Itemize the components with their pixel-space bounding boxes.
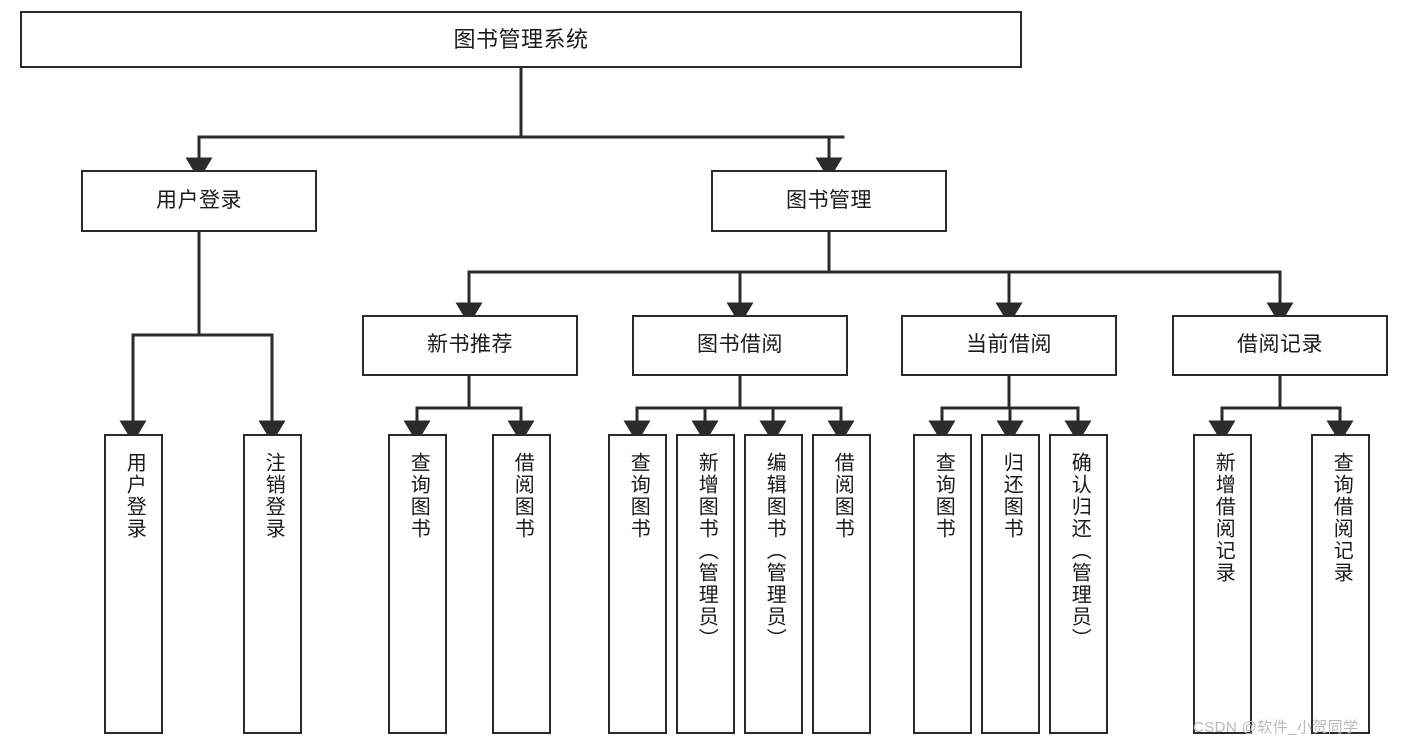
csdn-watermark: CSDN @软件_小贺同学: [1193, 719, 1359, 736]
leaf-borrow-record-2-label: 查询借阅记录: [1330, 452, 1353, 584]
node-borrow-record-label: 借阅记录: [1237, 333, 1323, 357]
node-root[interactable]: 图书管理系统: [20, 11, 1022, 68]
leaf-new-book-recommend-1[interactable]: 查询图书: [388, 434, 447, 734]
leaf-book-borrow-2[interactable]: 新增图书（管理员）: [676, 434, 735, 734]
leaf-book-borrow-2-label: 新增图书（管理员）: [695, 452, 718, 650]
leaf-current-borrow-2[interactable]: 归还图书: [981, 434, 1040, 734]
node-book-manage-label: 图书管理: [786, 188, 872, 212]
node-book-manage[interactable]: 图书管理: [711, 170, 947, 232]
node-new-book-recommend[interactable]: 新书推荐: [362, 315, 578, 376]
leaf-book-borrow-1-label: 查询图书: [627, 452, 650, 540]
leaf-book-borrow-3-label: 编辑图书（管理员）: [763, 452, 786, 650]
leaf-borrow-record-1-label: 新增借阅记录: [1212, 452, 1235, 584]
leaf-book-borrow-1[interactable]: 查询图书: [608, 434, 667, 734]
node-current-borrow[interactable]: 当前借阅: [901, 315, 1117, 376]
leaf-new-book-recommend-2-label: 借阅图书: [511, 452, 534, 540]
node-new-book-recommend-label: 新书推荐: [427, 333, 513, 357]
leaf-book-borrow-4[interactable]: 借阅图书: [812, 434, 871, 734]
leaf-current-borrow-3[interactable]: 确认归还（管理员）: [1049, 434, 1108, 734]
leaf-new-book-recommend-1-label: 查询图书: [407, 452, 430, 540]
node-book-borrow-label: 图书借阅: [697, 333, 783, 357]
leaf-book-borrow-3[interactable]: 编辑图书（管理员）: [744, 434, 803, 734]
leaf-user-login-2[interactable]: 注销登录: [243, 434, 302, 734]
leaf-current-borrow-2-label: 归还图书: [1000, 452, 1023, 540]
leaf-user-login-2-label: 注销登录: [262, 452, 285, 540]
node-root-label: 图书管理系统: [453, 26, 589, 52]
leaf-user-login-1-label: 用户登录: [123, 452, 146, 540]
node-current-borrow-label: 当前借阅: [966, 333, 1052, 357]
node-user-login[interactable]: 用户登录: [81, 170, 317, 232]
node-book-borrow[interactable]: 图书借阅: [632, 315, 848, 376]
leaf-new-book-recommend-2[interactable]: 借阅图书: [492, 434, 551, 734]
node-user-login-label: 用户登录: [156, 188, 242, 212]
leaf-current-borrow-3-label: 确认归还（管理员）: [1068, 452, 1091, 650]
leaf-borrow-record-2[interactable]: 查询借阅记录: [1311, 434, 1370, 734]
leaf-user-login-1[interactable]: 用户登录: [104, 434, 163, 734]
node-borrow-record[interactable]: 借阅记录: [1172, 315, 1388, 376]
leaf-borrow-record-1[interactable]: 新增借阅记录: [1193, 434, 1252, 734]
leaf-current-borrow-1-label: 查询图书: [932, 452, 955, 540]
leaf-book-borrow-4-label: 借阅图书: [831, 452, 854, 540]
leaf-current-borrow-1[interactable]: 查询图书: [913, 434, 972, 734]
